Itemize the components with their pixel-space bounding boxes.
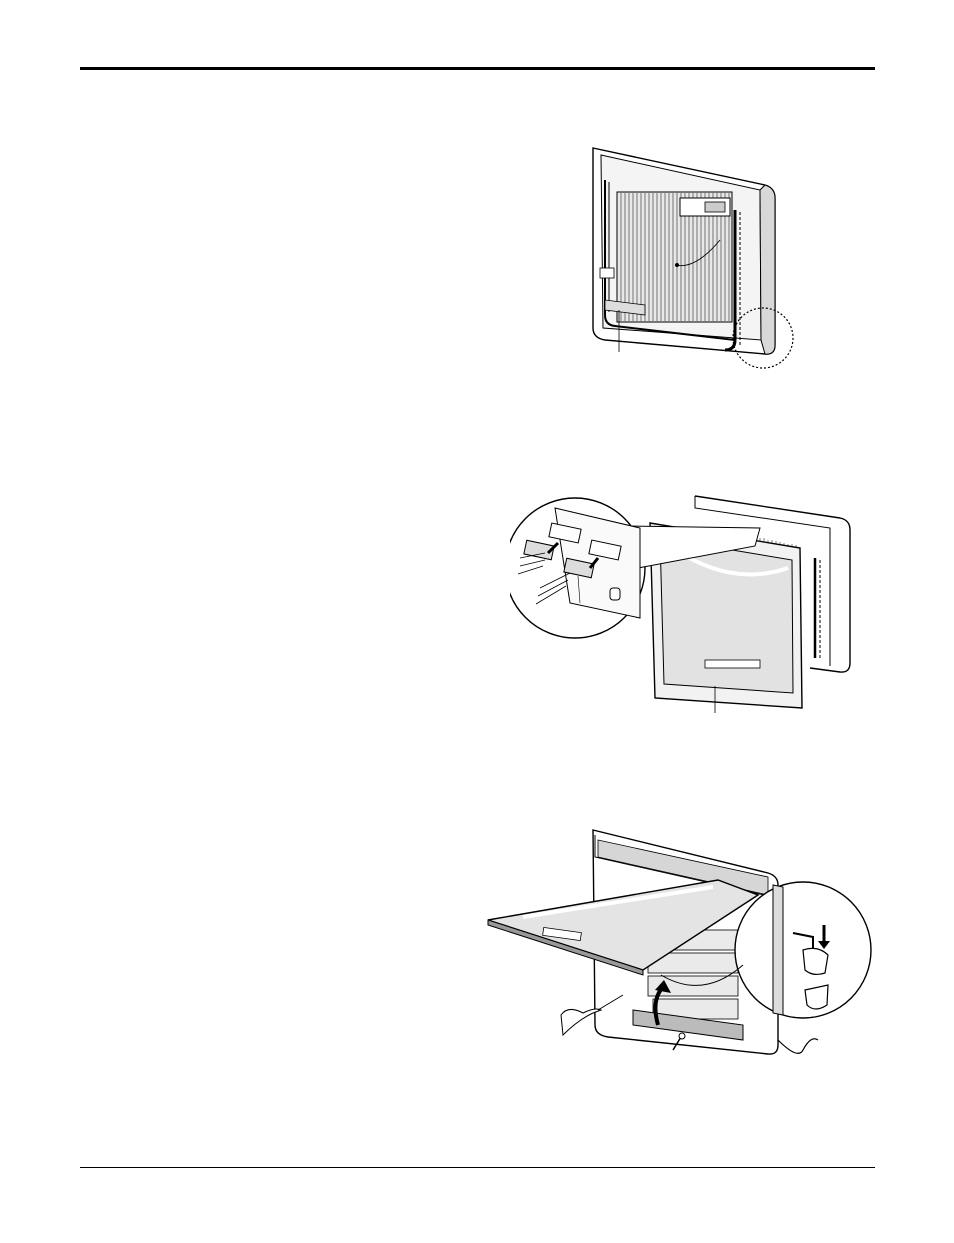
header-rule bbox=[80, 67, 875, 70]
front-panel-connector-illustration bbox=[510, 488, 860, 718]
front-panel-hinge-illustration bbox=[483, 825, 878, 1070]
connector-disconnect-icon bbox=[510, 488, 860, 718]
unit-interior-icon bbox=[585, 140, 800, 375]
panel-hinge-icon bbox=[483, 825, 878, 1070]
unit-interior-illustration bbox=[585, 140, 800, 375]
footer-rule bbox=[80, 1167, 875, 1168]
